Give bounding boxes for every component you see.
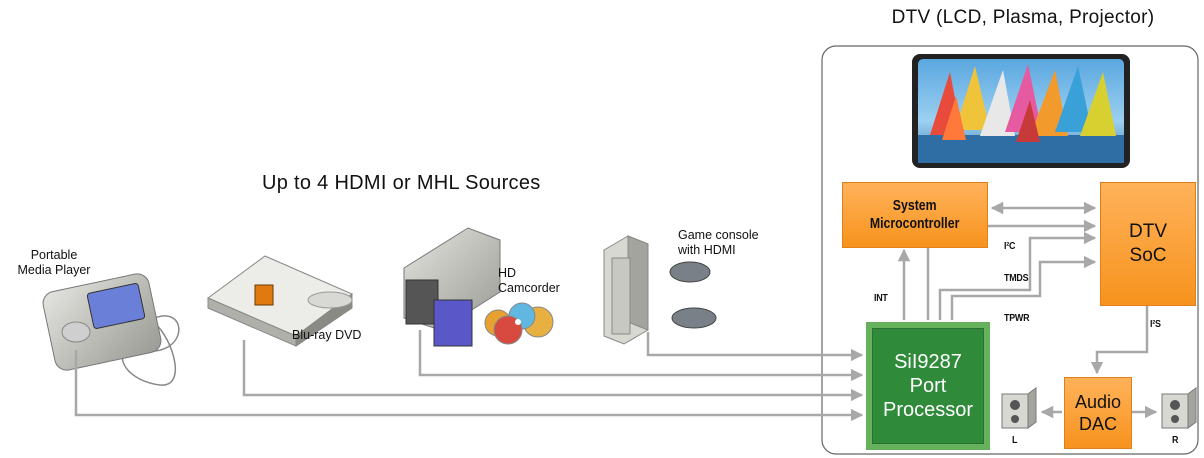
signal-i2s-label: I²S	[1150, 318, 1161, 330]
connector-game-console	[646, 332, 864, 362]
connector-portable-player	[74, 350, 864, 422]
signal-tmds-label: TMDS	[1004, 272, 1029, 284]
signal-int-label: INT	[874, 292, 888, 304]
port-processor-block: SiI9287 Port Processor	[866, 322, 990, 450]
connector-bluray	[242, 340, 864, 402]
portable-media-player-device	[42, 273, 180, 386]
game-console-device	[603, 235, 717, 345]
tv-screen-image	[912, 54, 1130, 168]
portable-player-label: Portable Media Player	[17, 248, 91, 277]
dtv-title: DTV (LCD, Plasma, Projector)	[891, 7, 1155, 28]
camcorder-device	[403, 227, 554, 347]
system-microcontroller-block: System Microcontroller	[842, 182, 988, 248]
signal-i2c-label: I²C	[1004, 240, 1016, 252]
dtv-soc-block: DTV SoC	[1100, 182, 1196, 306]
bluray-device	[207, 255, 353, 347]
game-console-label: Game console with HDMI	[678, 228, 759, 257]
signal-tpwr-label: TPWR	[1004, 312, 1030, 324]
bluray-label: Blu-ray DVD	[292, 328, 362, 342]
dtv-enclosure	[821, 45, 1199, 455]
sources-title: Up to 4 HDMI or MHL Sources	[262, 172, 541, 194]
left-speaker-device	[1001, 387, 1037, 429]
connector-tmds	[938, 231, 1097, 320]
connector-i2s	[1090, 306, 1149, 375]
connector-tpwr	[950, 255, 1097, 320]
camcorder-label: HD Camcorder	[498, 266, 560, 295]
speaker-right-label: R	[1172, 434, 1179, 446]
audio-dac-block: Audio DAC	[1064, 377, 1132, 449]
speaker-left-label: L	[1012, 434, 1018, 446]
right-speaker-device	[1161, 387, 1197, 429]
connector-camcorder	[418, 330, 864, 382]
